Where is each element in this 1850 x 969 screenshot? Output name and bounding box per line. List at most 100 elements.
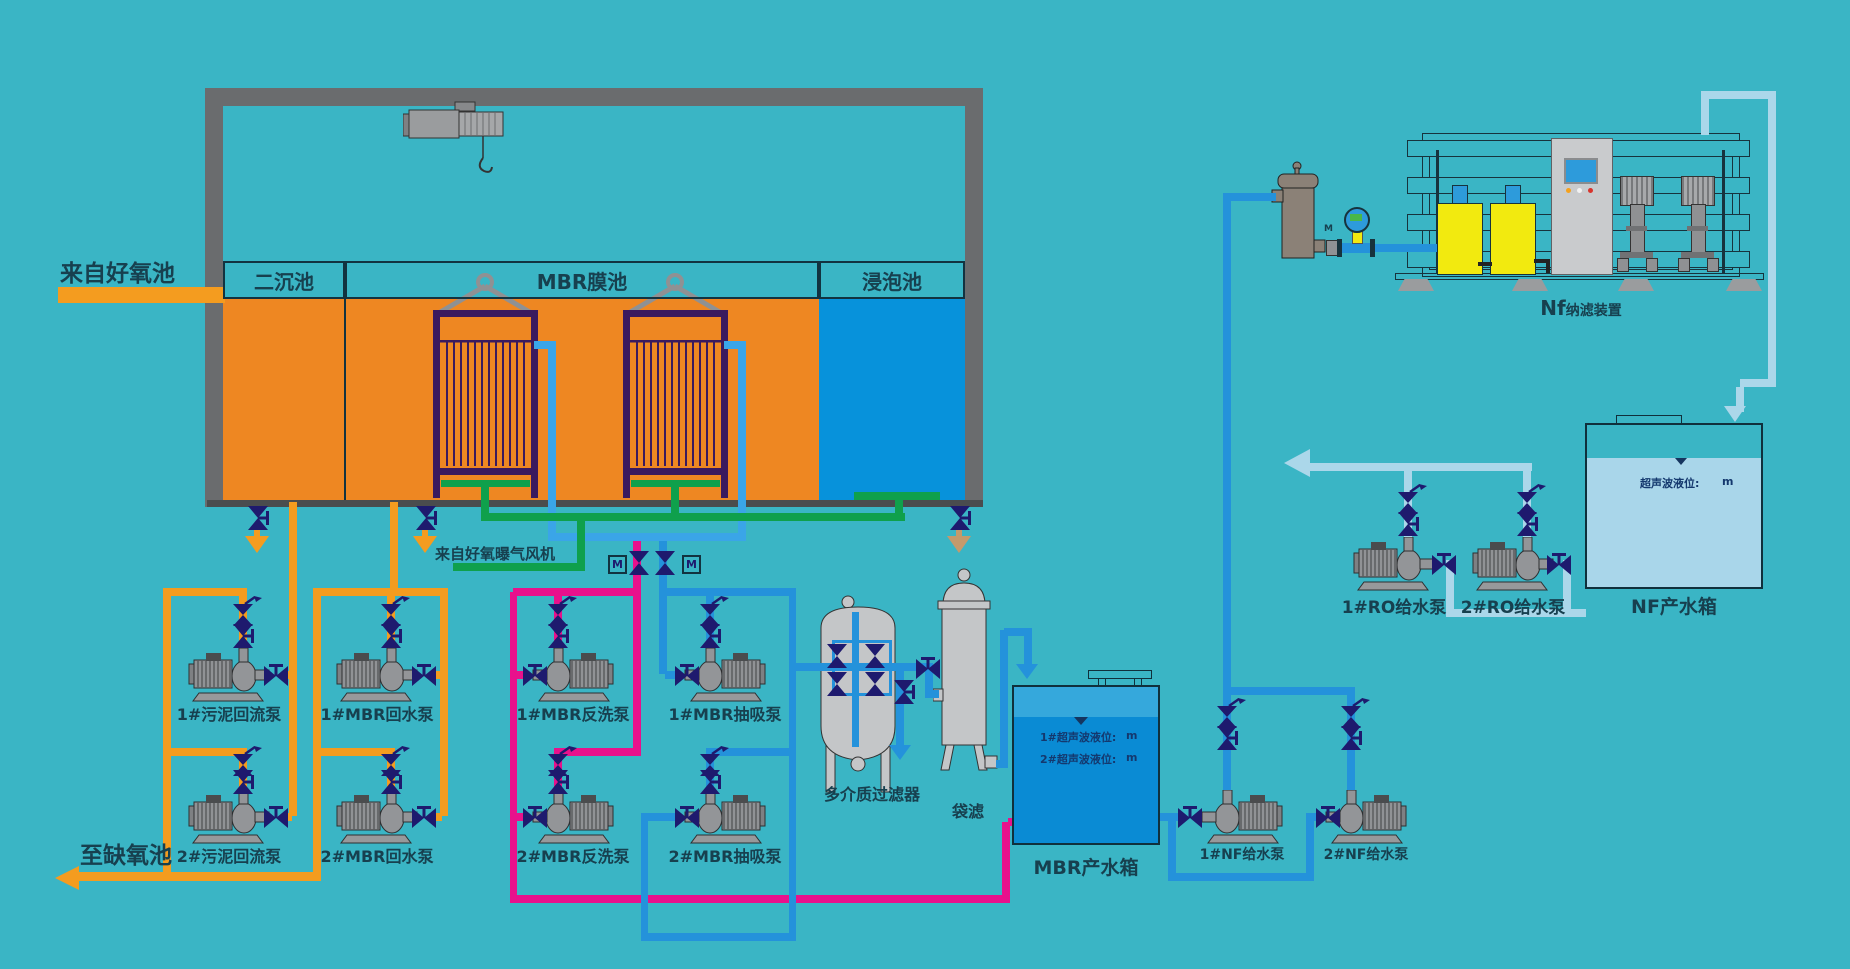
drain-cone (245, 536, 269, 553)
pipe-segment (1736, 387, 1744, 412)
compartment-label: 浸泡池 (862, 269, 922, 294)
pipe-segment (641, 813, 648, 941)
valve[interactable] (1395, 510, 1421, 542)
pipe-segment (515, 813, 523, 821)
pipe-segment (1168, 821, 1176, 877)
nf-vertical-pump-part (1681, 176, 1715, 206)
nf-vertical-pump-part (1681, 252, 1714, 258)
pipe-segment (1168, 873, 1314, 881)
valve[interactable] (626, 549, 652, 581)
pipe-segment (663, 588, 796, 596)
pump-mbr-return-2[interactable] (335, 789, 419, 844)
valve[interactable] (947, 504, 973, 536)
valve[interactable] (1176, 805, 1204, 835)
valve[interactable] (673, 663, 701, 693)
valve[interactable] (545, 768, 571, 800)
pipe-segment (548, 349, 556, 541)
pump-mbr-backwash-1[interactable] (531, 647, 615, 702)
pipe-segment (432, 813, 442, 821)
flowmeter-gauge-screen (1350, 214, 1362, 221)
valve[interactable] (378, 768, 404, 800)
mbr-tank-label: MBR产水箱 (1033, 857, 1139, 879)
nf-cabinet-lamp-red (1588, 188, 1593, 193)
pump-sludge-return-1[interactable] (187, 647, 271, 702)
pipe-segment (163, 588, 247, 596)
pipe-segment (513, 588, 637, 596)
valve[interactable] (824, 670, 850, 702)
compartment-cell-soak: 浸泡池 (819, 261, 965, 299)
pump-mbr-backwash-2[interactable] (531, 789, 615, 844)
valve[interactable] (891, 678, 917, 710)
motor-valve-box-suction[interactable]: M (682, 555, 701, 574)
valve[interactable] (914, 656, 942, 686)
pipe-segment (534, 341, 556, 349)
valve[interactable] (230, 622, 256, 654)
pump-mbr-suction-2[interactable] (683, 789, 767, 844)
flow-arrow (1724, 406, 1746, 422)
valve[interactable] (245, 504, 271, 536)
valve[interactable] (410, 663, 438, 693)
pump-ro-feed-1[interactable] (1352, 536, 1436, 591)
valve[interactable] (230, 768, 256, 800)
nf-cabinet-screen[interactable] (1564, 158, 1598, 184)
nf-tank-water (1587, 458, 1761, 587)
pump-label-sludge-1: 1#污泥回流泵 (176, 705, 282, 724)
check-valve[interactable] (545, 595, 577, 632)
valve[interactable] (521, 663, 549, 693)
valve[interactable] (824, 642, 850, 674)
valve[interactable] (862, 670, 888, 702)
check-valve[interactable] (1214, 697, 1246, 734)
pipe-segment (1231, 193, 1276, 201)
valve[interactable] (378, 622, 404, 654)
flow-arrow (889, 745, 911, 760)
nf-unit-frame-outer (1422, 133, 1740, 277)
pipe-segment (1563, 560, 1571, 617)
hoist-crane (403, 101, 504, 173)
valve[interactable] (673, 805, 701, 835)
nf-chemical-tank-1 (1437, 203, 1483, 275)
valve[interactable] (1430, 552, 1458, 582)
flow-arrow (55, 866, 79, 890)
check-valve[interactable] (378, 595, 410, 632)
nf-skid-foot (1618, 279, 1654, 291)
check-valve[interactable] (1338, 697, 1370, 734)
pipe-segment (896, 671, 904, 747)
valve[interactable] (1545, 552, 1573, 582)
drain-cone (947, 536, 971, 553)
pipe-segment (1000, 630, 1008, 768)
check-valve[interactable] (1514, 483, 1546, 520)
valve[interactable] (410, 805, 438, 835)
valve[interactable] (1314, 805, 1342, 835)
valve[interactable] (862, 642, 888, 674)
valve[interactable] (262, 663, 290, 693)
pump-nf-feed-2[interactable] (1324, 789, 1408, 844)
valve[interactable] (652, 549, 678, 581)
check-valve[interactable] (697, 595, 729, 632)
pipe-segment (510, 592, 517, 899)
valve[interactable] (262, 805, 290, 835)
valve[interactable] (1214, 724, 1240, 756)
pump-label-sludge-2: 2#污泥回流泵 (176, 847, 282, 866)
pump-sludge-return-2[interactable] (187, 789, 271, 844)
pump-mbr-return-1[interactable] (335, 647, 419, 702)
bag-filter-label: 袋滤 (951, 802, 984, 821)
pump-ro-feed-2[interactable] (1471, 536, 1555, 591)
pipe-segment (1306, 813, 1316, 821)
pipe-segment (724, 341, 746, 349)
check-valve[interactable] (230, 595, 262, 632)
valve[interactable] (413, 504, 439, 536)
pump-nf-feed-1[interactable] (1200, 789, 1284, 844)
nf-vertical-pump-part (1646, 258, 1658, 272)
pipe-segment (1024, 632, 1032, 668)
valve[interactable] (1338, 724, 1364, 756)
valve[interactable] (697, 622, 723, 654)
motor-valve-box-backwash[interactable]: M (608, 555, 627, 574)
valve[interactable] (521, 805, 549, 835)
valve[interactable] (697, 768, 723, 800)
check-valve[interactable] (1395, 483, 1427, 520)
mbr-tank-hatch (1088, 670, 1152, 679)
nf-level-unit: m (1722, 475, 1734, 488)
valve[interactable] (545, 622, 571, 654)
valve[interactable] (1514, 510, 1540, 542)
pipe-segment (1701, 99, 1709, 135)
